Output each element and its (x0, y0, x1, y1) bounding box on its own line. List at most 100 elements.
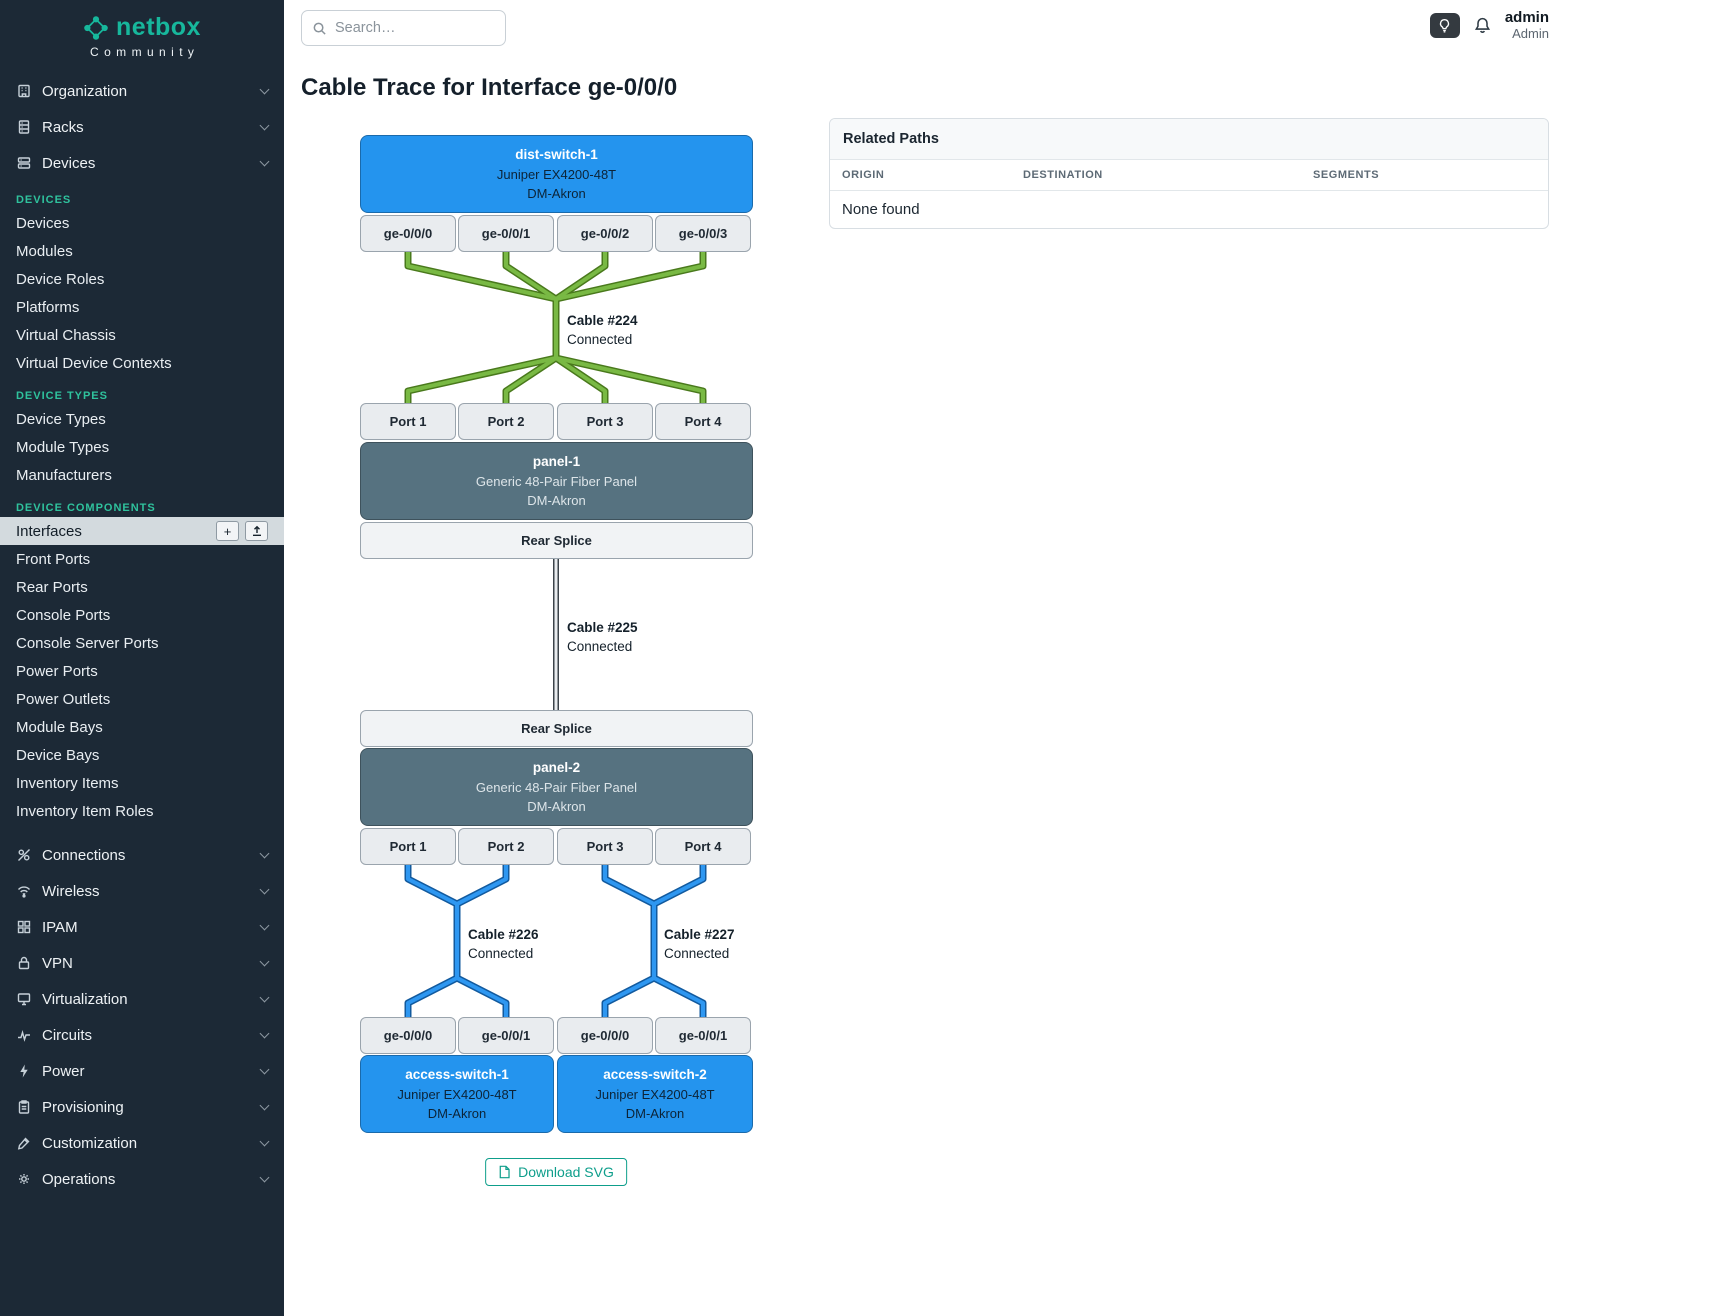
sidebar-item-label: Racks (42, 118, 84, 136)
download-svg-button[interactable]: Download SVG (485, 1158, 627, 1186)
cable-status: Connected (468, 946, 534, 961)
sidebar-item-customization[interactable]: Customization (0, 1125, 284, 1161)
cable-label-224[interactable]: Cable #224 Connected (567, 313, 638, 347)
add-interface-button[interactable]: + (216, 521, 239, 541)
notifications-button[interactable] (1473, 16, 1492, 35)
column-header-destination: DESTINATION (1011, 160, 1301, 191)
sidebar-item-racks[interactable]: Racks (0, 109, 284, 145)
sidebar-item-circuits[interactable]: Circuits (0, 1017, 284, 1053)
device-box-access-switch-1[interactable]: access-switch-1 Juniper EX4200-48T DM-Ak… (360, 1055, 554, 1133)
user-name: admin (1504, 9, 1549, 26)
device-box-panel-2[interactable]: panel-2 Generic 48-Pair Fiber Panel DM-A… (360, 748, 753, 826)
sidebar-item-inventory-item-roles[interactable]: Inventory Item Roles (16, 802, 154, 820)
interface-box[interactable]: ge-0/0/1 (655, 1017, 751, 1054)
device-box-dist-switch-1[interactable]: dist-switch-1 Juniper EX4200-48T DM-Akro… (360, 135, 753, 213)
cable-label-225[interactable]: Cable #225 Connected (567, 620, 638, 654)
wireless-icon (17, 886, 31, 898)
device-box-access-switch-2[interactable]: access-switch-2 Juniper EX4200-48T DM-Ak… (557, 1055, 753, 1133)
cable-label-227[interactable]: Cable #227 Connected (664, 927, 735, 961)
sidebar-item-front-ports[interactable]: Front Ports (16, 550, 91, 568)
sidebar-item-module-types[interactable]: Module Types (16, 438, 110, 456)
device-box-panel-1[interactable]: panel-1 Generic 48-Pair Fiber Panel DM-A… (360, 442, 753, 520)
interface-box[interactable]: ge-0/0/0 (557, 1017, 653, 1054)
devices-icon (17, 157, 31, 169)
section-header-device-types: DEVICE TYPES (16, 390, 108, 402)
chevron-down-icon (259, 1172, 270, 1183)
device-site: DM-Akron (625, 1106, 685, 1121)
chevron-down-icon (259, 956, 270, 967)
sidebar-item-modules[interactable]: Modules (16, 242, 73, 260)
user-menu[interactable]: admin Admin (1505, 9, 1549, 41)
front-port-box[interactable]: Port 1 (360, 828, 456, 865)
interface-box[interactable]: ge-0/0/2 (557, 215, 653, 252)
theme-toggle-button[interactable] (1429, 12, 1460, 38)
device-site: DM-Akron (527, 493, 586, 508)
sidebar-item-console-server-ports[interactable]: Console Server Ports (16, 634, 159, 652)
upload-icon (252, 525, 261, 536)
sidebar-item-virtualization[interactable]: Virtualization (0, 981, 284, 1017)
search-box[interactable] (301, 10, 506, 46)
import-interfaces-button[interactable] (245, 521, 268, 541)
interface-box[interactable]: ge-0/0/1 (458, 1017, 554, 1054)
device-name: panel-2 (532, 760, 581, 775)
sidebar-item-devices[interactable]: Devices (0, 145, 284, 181)
user-role: Admin (1512, 26, 1549, 41)
front-port-box[interactable]: Port 3 (557, 828, 653, 865)
sidebar-item-device-roles[interactable]: Device Roles (16, 270, 105, 288)
front-port-box[interactable]: Port 3 (557, 403, 653, 440)
sidebar-item-vpn[interactable]: VPN (0, 945, 284, 981)
sidebar-item-ipam[interactable]: IPAM (0, 909, 284, 945)
sidebar-item-console-ports[interactable]: Console Ports (16, 606, 111, 624)
front-port-box[interactable]: Port 4 (655, 403, 751, 440)
sidebar-item-device-types[interactable]: Device Types (16, 410, 106, 428)
rear-port-box[interactable]: Rear Splice (360, 710, 753, 747)
cable-status: Connected (567, 639, 633, 654)
sidebar-item-power-outlets[interactable]: Power Outlets (16, 690, 111, 708)
ipam-icon (17, 920, 31, 934)
provisioning-icon (18, 1100, 30, 1114)
front-port-box[interactable]: Port 1 (360, 403, 456, 440)
cable-trace-diagram: dist-switch-1 Juniper EX4200-48T DM-Akro… (358, 135, 755, 1205)
rear-port-box[interactable]: Rear Splice (360, 522, 753, 559)
sidebar-item-module-bays[interactable]: Module Bays (16, 718, 103, 736)
chevron-down-icon (259, 1028, 270, 1039)
sidebar-item-power-ports[interactable]: Power Ports (16, 662, 98, 680)
sidebar-item-platforms[interactable]: Platforms (16, 298, 80, 316)
device-name: access-switch-1 (405, 1067, 509, 1082)
netbox-logo-icon (84, 15, 108, 40)
sidebar-item-interfaces[interactable]: Interfaces + (0, 517, 284, 545)
sidebar-item-manufacturers[interactable]: Manufacturers (16, 466, 112, 484)
interface-box[interactable]: ge-0/0/0 (360, 215, 456, 252)
netbox-logo[interactable]: netbox (0, 13, 284, 42)
search-input[interactable] (335, 20, 495, 36)
interface-box[interactable]: ge-0/0/3 (655, 215, 751, 252)
sidebar-item-virtual-chassis[interactable]: Virtual Chassis (16, 326, 116, 344)
device-site: DM-Akron (527, 186, 586, 201)
brand-tagline: Community (90, 45, 200, 59)
sidebar-item-wireless[interactable]: Wireless (0, 873, 284, 909)
sidebar-item-provisioning[interactable]: Provisioning (0, 1089, 284, 1125)
device-model: Juniper EX4200-48T (496, 167, 617, 182)
interface-box[interactable]: ge-0/0/0 (360, 1017, 456, 1054)
sidebar-item-device-bays[interactable]: Device Bays (16, 746, 100, 764)
sidebar-item-operations[interactable]: Operations (0, 1161, 284, 1197)
cable-label-226[interactable]: Cable #226 Connected (468, 927, 539, 961)
organization-icon (18, 84, 30, 98)
sidebar-item-connections[interactable]: Connections (0, 837, 284, 873)
front-port-box[interactable]: Port 4 (655, 828, 751, 865)
sidebar-item-rear-ports[interactable]: Rear Ports (16, 578, 88, 596)
table-row: None found (830, 191, 1548, 229)
virtualization-icon (17, 993, 31, 1006)
sidebar-item-devices-list[interactable]: Devices (16, 214, 70, 232)
chevron-down-icon (259, 920, 270, 931)
sidebar-item-virtual-device-contexts[interactable]: Virtual Device Contexts (16, 354, 172, 372)
interface-box[interactable]: ge-0/0/1 (458, 215, 554, 252)
sidebar-item-power[interactable]: Power (0, 1053, 284, 1089)
front-port-box[interactable]: Port 2 (458, 403, 554, 440)
sidebar-item-organization[interactable]: Organization (0, 73, 284, 109)
sidebar-item-inventory-items[interactable]: Inventory Items (16, 774, 119, 792)
chevron-down-icon (259, 992, 270, 1003)
column-header-origin: ORIGIN (830, 160, 1011, 191)
front-port-box[interactable]: Port 2 (458, 828, 554, 865)
device-model: Generic 48-Pair Fiber Panel (475, 780, 638, 795)
